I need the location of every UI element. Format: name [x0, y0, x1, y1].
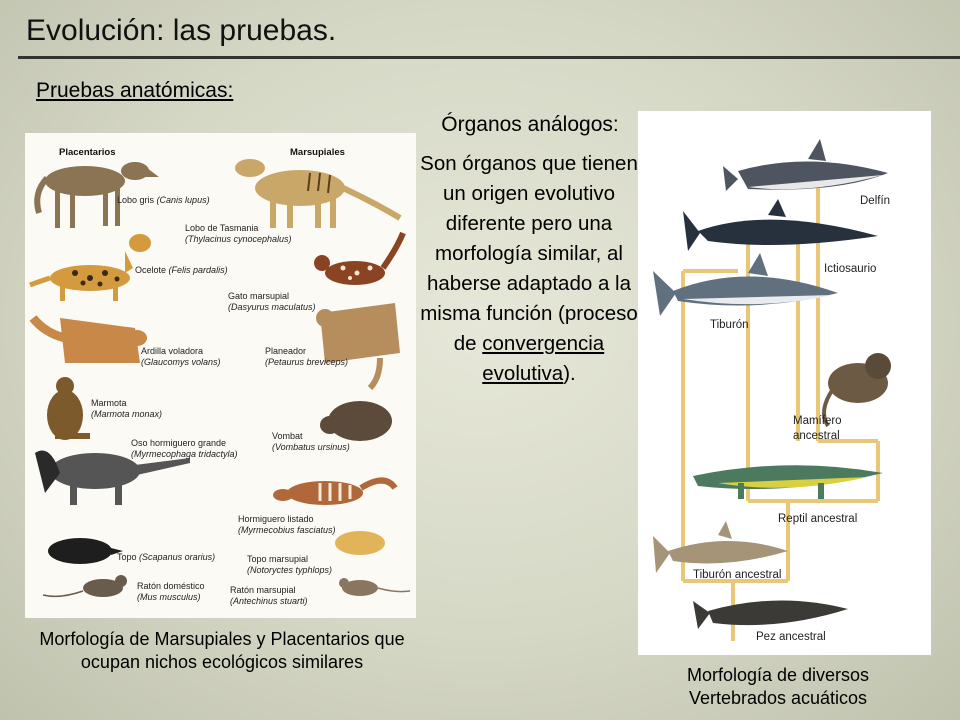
marsupial-label: Planeador(Petaurus breviceps)	[265, 346, 349, 367]
ancestral-fish-label: Pez ancestral	[756, 631, 826, 643]
placental-label: Lobo gris (Canis lupus)	[117, 195, 210, 205]
aquatic-vertebrates-figure: Delfín Ictiosaurio Tiburón Mamífero ance…	[638, 111, 931, 655]
shark-illustration	[653, 253, 838, 316]
left-figure-caption: Morfología de Marsupiales y Placentarios…	[39, 629, 405, 672]
marsupial-label: Gato marsupial(Dasyurus maculatus)	[228, 291, 316, 312]
mole-illustration	[48, 538, 123, 564]
ocelot-illustration	[29, 234, 151, 301]
marsupial-label: Topo marsupial(Notoryctes typhlops)	[247, 554, 333, 575]
placental-label: Ardilla voladora(Glaucomys volans)	[141, 346, 221, 367]
marsupial-mole-illustration	[335, 531, 385, 555]
ancestral-mammal-illustration	[822, 353, 891, 428]
ancestral-mammal-label: Mamífero ancestral	[793, 415, 842, 442]
marsupial-label: Lobo de Tasmania(Thylacinus cynocephalus…	[185, 223, 292, 244]
placental-label: Ratón doméstico(Mus musculus)	[137, 581, 205, 602]
marsupiales-heading: Marsupiales	[290, 147, 345, 158]
anteater-illustration	[35, 450, 190, 505]
numbat-illustration	[273, 477, 398, 505]
animal-illustrations	[29, 159, 411, 598]
quoll-illustration	[314, 231, 406, 285]
dolphin-label: Delfín	[860, 195, 891, 207]
wombat-illustration	[320, 401, 392, 441]
phylogeny-tree-lines	[681, 171, 880, 641]
shark-label: Tiburón	[710, 319, 749, 331]
house-mouse-illustration	[42, 575, 127, 598]
placentarios-heading: Placentarios	[59, 147, 116, 158]
organs-text-part1: Son órganos que tienen un origen evoluti…	[420, 152, 638, 355]
ancestral-shark-illustration	[653, 521, 788, 573]
placental-label: Topo (Scapanus orarius)	[117, 552, 216, 562]
glider-illustration	[316, 303, 400, 391]
antechinus-illustration	[339, 578, 411, 596]
marsupial-label: Ratón marsupial(Antechinus stuarti)	[230, 585, 308, 606]
section-subtitle: Pruebas anatómicas:	[36, 79, 234, 102]
dolphin-illustration	[723, 139, 888, 191]
flying-squirrel-illustration	[29, 315, 147, 363]
marsupial-label: Vombat(Vombatus ursinus)	[272, 431, 350, 452]
ancestral-reptile-label: Reptil ancestral	[778, 513, 858, 525]
marmot-illustration	[47, 377, 90, 440]
ancestral-reptile-illustration	[693, 465, 883, 499]
ancestral-shark-label: Tiburón ancestral	[693, 569, 782, 581]
ichthyosaur-label: Ictiosaurio	[824, 263, 877, 275]
placental-label: Marmota(Marmota monax)	[91, 398, 163, 419]
thylacine-illustration	[235, 159, 402, 228]
wolf-illustration	[34, 162, 159, 228]
title-underline	[18, 56, 960, 59]
convergence-term: convergencia evolutiva	[482, 332, 605, 385]
marsupial-placental-figure: Placentarios Marsupiales Lobo gris (Cani…	[25, 133, 416, 618]
analogous-organs-text: Son órganos que tienen un origen evoluti…	[410, 149, 648, 389]
ancestral-fish-illustration	[693, 600, 848, 629]
phylogeny-illustration	[653, 139, 891, 641]
placental-label: Ocelote (Felis pardalis)	[135, 265, 228, 275]
slide-title: Evolución: las pruebas.	[26, 14, 337, 47]
ichthyosaur-illustration	[683, 199, 878, 251]
organs-text-part2: ).	[563, 362, 576, 385]
right-figure-caption: Morfología de diversos Vertebrados acuát…	[686, 665, 870, 708]
placental-label: Oso hormiguero grande(Myrmecophaga trida…	[131, 438, 238, 459]
marsupial-label: Hormiguero listado(Myrmecobius fasciatus…	[238, 514, 336, 535]
analogous-organs-heading: Órganos análogos:	[441, 113, 619, 136]
